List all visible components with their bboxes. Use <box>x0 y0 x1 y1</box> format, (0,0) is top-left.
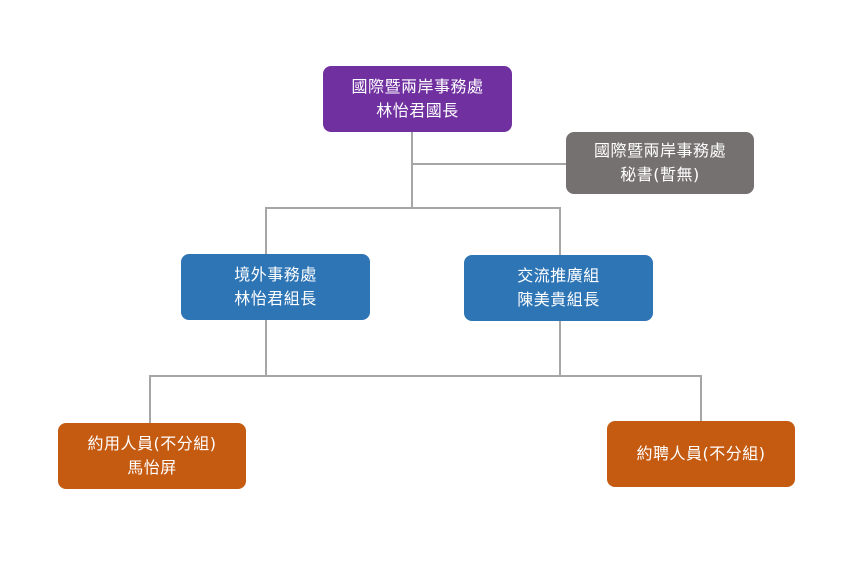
contract-staff-node: 約用人員(不分組) 馬怡屏 <box>58 423 246 489</box>
exchange-promotion-title: 交流推廣組 <box>517 266 600 285</box>
exchange-promotion-head: 陳美貴組長 <box>517 290 600 309</box>
contract-hire-node: 約聘人員(不分組) <box>607 421 795 487</box>
director-node: 國際暨兩岸事務處 林怡君國長 <box>323 66 512 132</box>
connector-staff <box>149 375 702 423</box>
director-title: 國際暨兩岸事務處 <box>351 77 484 96</box>
exchange-promotion-node: 交流推廣組 陳美貴組長 <box>464 255 653 321</box>
connector-groups <box>265 207 561 255</box>
secretary-title: 國際暨兩岸事務處 <box>593 141 726 160</box>
secretary-name: 秘書(暫無) <box>620 165 700 184</box>
contract-staff-name: 馬怡屏 <box>127 458 177 477</box>
overseas-affairs-head: 林怡君組長 <box>234 289 317 308</box>
contract-staff-title: 約用人員(不分組) <box>87 434 217 453</box>
overseas-affairs-node: 境外事務處 林怡君組長 <box>181 254 370 320</box>
director-name: 林怡君國長 <box>376 101 459 120</box>
secretary-node: 國際暨兩岸事務處 秘書(暫無) <box>566 132 754 194</box>
overseas-affairs-title: 境外事務處 <box>234 265 317 284</box>
contract-hire-title: 約聘人員(不分組) <box>636 444 766 463</box>
